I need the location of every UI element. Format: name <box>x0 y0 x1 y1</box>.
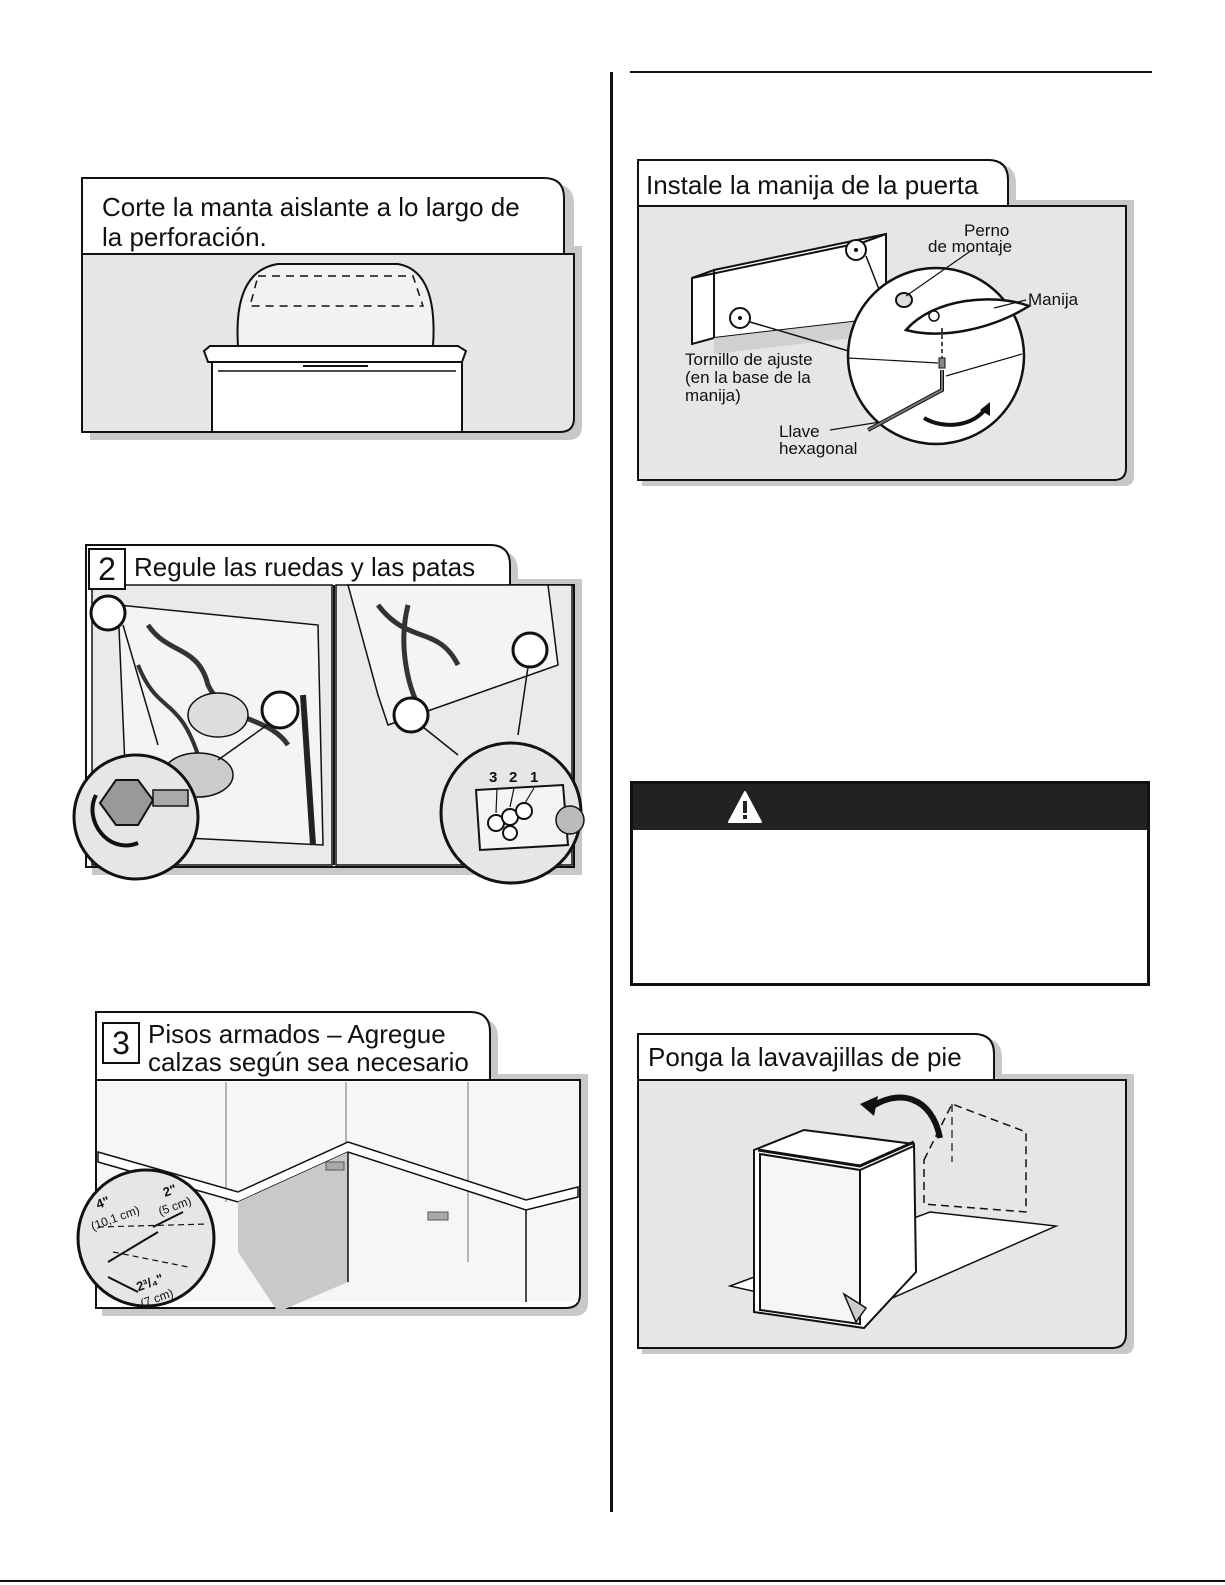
panel-adjust-wheels: 2 Regule las ruedas y las patas 3 2 1 <box>72 544 588 890</box>
panel-stand-dishwasher-illustration <box>637 1033 1134 1354</box>
position-label-2: 2 <box>509 769 518 786</box>
panel-shims: 3 Pisos armados – Agregue calzas según s… <box>76 1011 590 1337</box>
label-screw-line3: manija) <box>685 386 741 405</box>
panel-shims-title-line1: Pisos armados – Agregue <box>148 1019 446 1049</box>
warning-box <box>630 781 1150 986</box>
position-label-3: 3 <box>489 769 498 786</box>
step-number-2: 2 <box>88 548 126 590</box>
panel-cut-insulation-title-line2: la perforación. <box>102 222 267 252</box>
label-bolt-line2: de montaje <box>928 237 1013 256</box>
panel-install-handle: Instale la manija de la puerta Perno de … <box>634 158 1140 488</box>
label-bolt-line1: Perno <box>964 221 1010 240</box>
panel-install-handle-illustration <box>637 159 1134 486</box>
panel-cut-insulation-title-line1: Corte la manta aislante a lo largo de <box>102 192 520 222</box>
panel-shims-illustration <box>76 1011 588 1316</box>
label-screw-line2: (en la base de la <box>685 368 811 387</box>
panel-install-handle-title: Instale la manija de la puerta <box>646 170 979 200</box>
panel-adjust-wheels-illustration <box>72 544 585 885</box>
label-screw-line1: Tornillo de ajuste <box>685 350 813 369</box>
panel-shims-title-line2: calzas según sea necesario <box>148 1047 469 1077</box>
label-handle: Manija <box>1028 290 1079 309</box>
panel-cut-insulation-illustration <box>81 177 582 440</box>
warning-triangle-icon <box>728 791 762 823</box>
column-divider <box>610 72 613 1512</box>
panel-stand-dishwasher-title: Ponga la lavavajillas de pie <box>648 1042 962 1072</box>
step-number-3: 3 <box>102 1022 140 1064</box>
panel-stand-dishwasher: Ponga la lavavajillas de pie <box>634 1032 1140 1357</box>
warning-header-bar <box>633 784 1147 830</box>
label-key-line2: hexagonal <box>779 439 858 458</box>
bottom-rule <box>0 1580 1225 1582</box>
top-rule <box>630 71 1152 73</box>
panel-adjust-wheels-title: Regule las ruedas y las patas <box>134 552 476 582</box>
position-label-1: 1 <box>530 769 539 786</box>
panel-cut-insulation: Corte la manta aislante a lo largo de la… <box>78 176 588 446</box>
label-key-line1: Llave <box>779 422 820 441</box>
